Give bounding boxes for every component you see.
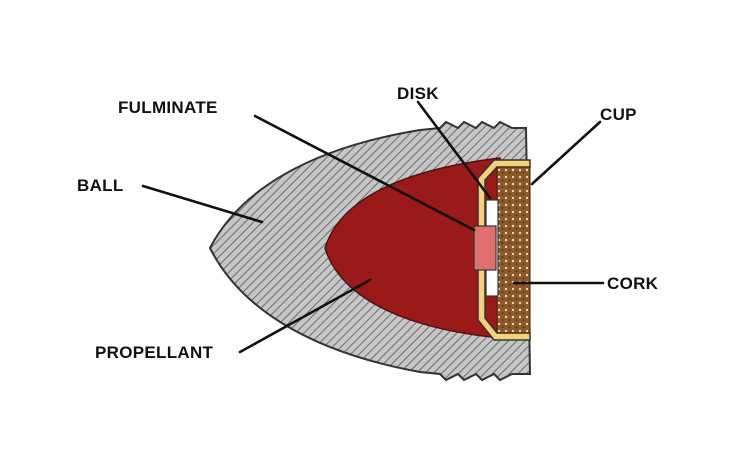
- ball-label: BALL: [77, 176, 124, 195]
- propellant-label: PROPELLANT: [95, 343, 214, 362]
- cork: [496, 166, 531, 334]
- disk-label: DISK: [397, 84, 439, 103]
- cup-label: CUP: [600, 105, 637, 124]
- fulminate-leader: [253, 114, 476, 232]
- cup-leader: [530, 120, 602, 186]
- cork-label: CORK: [607, 274, 659, 293]
- disk-leader: [416, 100, 492, 200]
- propellant-leader: [238, 278, 372, 354]
- ball-leader: [141, 184, 264, 224]
- fulminate-charge: [473, 225, 497, 271]
- fulminate-label: FULMINATE: [118, 98, 218, 117]
